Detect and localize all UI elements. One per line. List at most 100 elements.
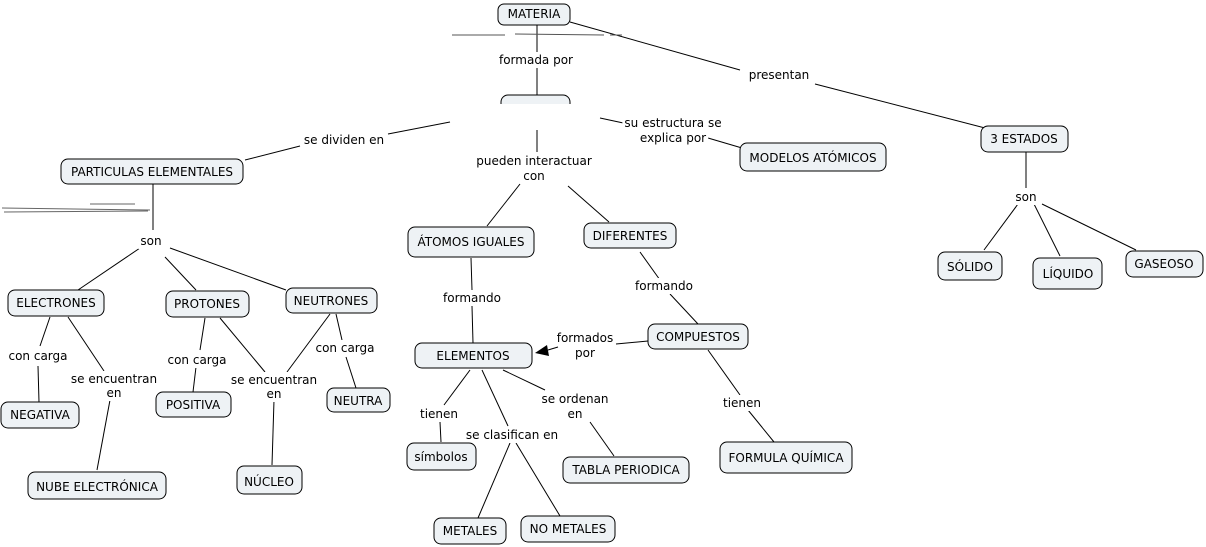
- artifact-left: [1, 203, 151, 213]
- concept-label: ELECTRONES: [16, 296, 96, 310]
- link-label-formando-diferentes: formando: [635, 279, 693, 293]
- label-backdrop: [720, 395, 764, 411]
- concept-label: DIFERENTES: [593, 229, 668, 243]
- concept-label: SÓLIDO: [947, 259, 993, 274]
- concept-negativa[interactable]: NEGATIVA: [0, 401, 80, 429]
- label-backdrop: [521, 168, 547, 184]
- edge: [1033, 203, 1061, 257]
- concept-materia[interactable]: MATERIA: [497, 3, 571, 26]
- concept-simbolos[interactable]: símbolos: [406, 442, 477, 471]
- arrowhead: [535, 345, 549, 356]
- label-backdrop: [746, 67, 812, 83]
- concept-label: PROTONES: [174, 297, 240, 311]
- concept-neutra[interactable]: NEUTRA: [326, 387, 391, 413]
- concept-nube-electronica[interactable]: NUBE ELECTRÓNICA: [27, 471, 167, 500]
- edge: [477, 442, 511, 519]
- concept-diferentes[interactable]: DIFERENTES: [583, 222, 677, 249]
- edge: [192, 366, 197, 393]
- concept-tabla-periodica[interactable]: TABLA PERIODICA: [562, 456, 690, 484]
- concept-atomo[interactable]: [498, 94, 574, 130]
- edge: [286, 313, 331, 373]
- edge: [37, 365, 40, 403]
- concept-label: NEUTRONES: [294, 294, 369, 308]
- link-label-su-estructura-2: explica por: [640, 131, 706, 145]
- label-backdrop: [622, 115, 724, 131]
- edge: [569, 21, 741, 71]
- label-backdrop: [1013, 189, 1039, 205]
- edge: [747, 409, 775, 443]
- link-label-tienen-compuestos: tienen: [723, 396, 761, 410]
- link-label-son-particulas: son: [140, 234, 161, 248]
- label-backdrop: [463, 427, 561, 443]
- concept-neutrones[interactable]: NEUTRONES: [285, 287, 378, 314]
- label-backdrop: [637, 130, 709, 146]
- concept-liquido[interactable]: LÍQUIDO: [1032, 257, 1103, 290]
- link-label-se-encuentran-pn-2: en: [267, 387, 282, 401]
- concept-label: NUBE ELECTRÓNICA: [36, 479, 159, 494]
- edge: [639, 251, 661, 281]
- concept-label: FORMULA QUÍMICA: [728, 450, 844, 465]
- label-backdrop: [573, 345, 598, 361]
- concept-label: COMPUESTOS: [656, 330, 740, 344]
- edge: [67, 316, 105, 372]
- label-backdrop: [474, 153, 594, 169]
- concept-compuestos[interactable]: COMPUESTOS: [647, 323, 749, 350]
- concept-atomos-iguales[interactable]: ÁTOMOS IGUALES: [407, 226, 535, 258]
- link-label-con-carga-e: con carga: [8, 349, 67, 363]
- label-backdrop: [301, 132, 387, 148]
- edge: [77, 247, 141, 291]
- concepts: MATERIA PARTICULAS ELEMENTALES MODELOS A…: [0, 3, 1204, 545]
- label-backdrop: [539, 391, 611, 407]
- concept-label: METALES: [443, 524, 497, 538]
- concept-gaseoso[interactable]: GASEOSO: [1125, 250, 1204, 278]
- link-label-formada-por: formada por: [499, 53, 573, 67]
- concept-positiva[interactable]: POSITIVA: [155, 391, 232, 418]
- link-label-pueden-interactuar: pueden interactuar: [476, 154, 592, 168]
- label-backdrop: [565, 406, 585, 422]
- concept-label: MODELOS ATÓMICOS: [749, 150, 876, 165]
- concept-nucleo[interactable]: NÚCLEO: [236, 465, 303, 495]
- label-backdrop: [104, 385, 124, 401]
- edge: [470, 257, 473, 291]
- concept-label: 3 ESTADOS: [990, 132, 1058, 146]
- concept-elementos[interactable]: ELEMENTOS: [414, 342, 533, 369]
- concept-metales[interactable]: METALES: [433, 517, 507, 545]
- edge: [439, 421, 442, 443]
- concept-label: TABLA PERIODICA: [571, 463, 680, 477]
- label-backdrop: [138, 233, 164, 249]
- edge: [244, 145, 301, 161]
- edge: [547, 346, 559, 351]
- link-label-presentan: presentan: [749, 68, 810, 82]
- link-label-se-dividen-en: se dividen en: [304, 133, 384, 147]
- link-label-formando-iguales: formando: [443, 291, 501, 305]
- link-label-formados-por: formados: [557, 331, 614, 345]
- concept-label: GASEOSO: [1134, 257, 1193, 271]
- edge: [199, 317, 206, 351]
- link-label-se-encuentran-e: se encuentran: [71, 372, 157, 386]
- label-backdrop: [264, 386, 284, 402]
- concept-no-metales[interactable]: NO METALES: [520, 515, 616, 543]
- edge: [219, 317, 266, 373]
- label-backdrop: [441, 290, 503, 306]
- link-label-su-estructura: su estructura se: [624, 116, 721, 130]
- concept-electrones[interactable]: ELECTRONES: [7, 289, 105, 317]
- edge: [471, 305, 474, 344]
- link-label-con-carga-n: con carga: [315, 341, 374, 355]
- edge: [335, 313, 343, 341]
- label-backdrop: [313, 340, 377, 356]
- concept-solido[interactable]: SÓLIDO: [937, 251, 1003, 281]
- edge: [515, 442, 561, 517]
- edge: [983, 203, 1019, 251]
- edge: [481, 369, 509, 427]
- link-label-se-ordenan-en: se ordenan: [541, 392, 608, 406]
- concept-label: NO METALES: [530, 522, 607, 536]
- concept-particulas-elementales[interactable]: PARTICULAS ELEMENTALES: [60, 158, 244, 185]
- concept-3-estados[interactable]: 3 ESTADOS: [980, 125, 1069, 153]
- link-label-se-encuentran-e-2: en: [107, 386, 122, 400]
- concept-label: NEUTRA: [334, 394, 384, 408]
- concept-formula-quimica[interactable]: FORMULA QUÍMICA: [719, 441, 853, 474]
- concept-protones[interactable]: PROTONES: [165, 290, 250, 318]
- label-backdrop: [417, 406, 461, 422]
- concept-modelos-atomicos[interactable]: MODELOS ATÓMICOS: [739, 142, 887, 172]
